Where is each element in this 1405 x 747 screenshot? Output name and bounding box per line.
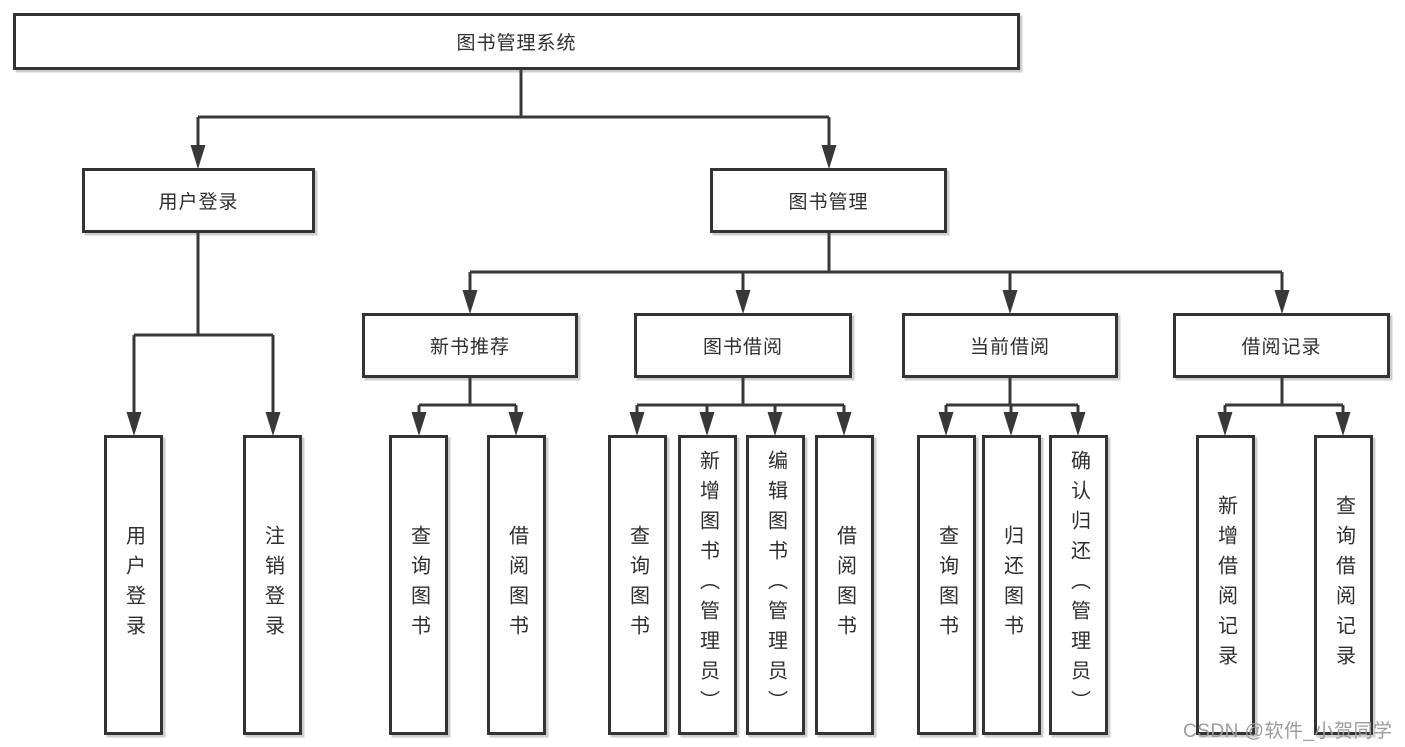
arrowhead-down-icon [836, 412, 852, 436]
arrowhead-down-icon [1070, 412, 1086, 436]
node-user-login: 用户登录 [82, 168, 315, 233]
node-label: 查询借阅记录 [1332, 495, 1355, 675]
leaf-add-borrow-record: 新增借阅记录 [1196, 435, 1255, 735]
node-label: 借阅图书 [833, 525, 856, 645]
leaf-user-login: 用户登录 [104, 435, 163, 735]
node-label: 借阅记录 [1241, 337, 1322, 358]
connector-current-borrowing-to-children [938, 378, 1086, 436]
leaf-query-borrow-record: 查询借阅记录 [1314, 435, 1373, 735]
node-label: 查询图书 [935, 525, 958, 645]
arrowhead-down-icon [1003, 412, 1019, 436]
connector-borrowing-records-to-children [1217, 378, 1351, 436]
arrowhead-down-icon [1217, 412, 1233, 436]
connector-root-to-level2 [190, 70, 837, 169]
node-book-management: 图书管理 [710, 168, 947, 233]
arrowhead-down-icon [265, 412, 281, 436]
node-label: 图书管理系统 [456, 33, 577, 54]
node-label: 当前借阅 [969, 337, 1050, 358]
arrowhead-down-icon [767, 412, 783, 436]
arrowhead-down-icon [190, 145, 206, 169]
connector-line [944, 378, 1080, 414]
connector-book-management-to-level3 [462, 233, 1290, 314]
leaf-query-books-borrow: 查询图书 [608, 435, 667, 735]
connector-line [417, 378, 518, 414]
arrowhead-down-icon [1274, 290, 1290, 314]
connector-line [635, 378, 846, 414]
node-label: 用户登录 [158, 192, 239, 213]
arrowhead-down-icon [126, 412, 142, 436]
connector-user-login-to-children [126, 233, 281, 436]
leaf-query-books-recommend: 查询图书 [389, 435, 448, 735]
node-label: 编辑图书（管理员） [764, 450, 787, 720]
node-label: 确认归还（管理员） [1067, 450, 1090, 720]
node-borrowing-records: 借阅记录 [1173, 313, 1390, 378]
connector-line [1223, 378, 1345, 414]
arrowhead-down-icon [699, 412, 715, 436]
connector-line [468, 233, 1284, 293]
node-label: 新增图书（管理员） [696, 450, 719, 720]
arrowhead-down-icon [508, 412, 524, 436]
node-label: 新增借阅记录 [1214, 495, 1237, 675]
node-label: 图书借阅 [702, 337, 783, 358]
node-new-book-recommendation: 新书推荐 [362, 313, 578, 378]
node-label: 查询图书 [407, 525, 430, 645]
connector-book-borrowing-to-children [629, 378, 852, 436]
leaf-borrow-books: 借阅图书 [815, 435, 874, 735]
node-root-book-management-system: 图书管理系统 [13, 13, 1020, 70]
node-label: 归还图书 [1000, 525, 1023, 645]
csdn-watermark: CSDN @软件_小贺同学 [1183, 721, 1393, 742]
leaf-logout: 注销登录 [243, 435, 302, 735]
leaf-return-books: 归还图书 [982, 435, 1041, 735]
node-label: 用户登录 [122, 525, 145, 645]
leaf-borrow-books-recommend: 借阅图书 [487, 435, 546, 735]
node-label: 查询图书 [626, 525, 649, 645]
leaf-query-books-current: 查询图书 [917, 435, 976, 735]
node-book-borrowing: 图书借阅 [634, 313, 852, 378]
node-current-borrowing: 当前借阅 [902, 313, 1118, 378]
node-label: 注销登录 [261, 525, 284, 645]
arrowhead-down-icon [735, 290, 751, 314]
leaf-edit-book-admin: 编辑图书（管理员） [746, 435, 805, 735]
arrowhead-down-icon [1335, 412, 1351, 436]
arrowhead-down-icon [938, 412, 954, 436]
node-label: 新书推荐 [429, 337, 510, 358]
arrowhead-down-icon [411, 412, 427, 436]
node-label: 借阅图书 [505, 525, 528, 645]
leaf-confirm-return-admin: 确认归还（管理员） [1049, 435, 1108, 735]
leaf-add-book-admin: 新增图书（管理员） [678, 435, 737, 735]
connector-line [132, 233, 275, 414]
arrowhead-down-icon [462, 290, 478, 314]
arrowhead-down-icon [629, 412, 645, 436]
arrowhead-down-icon [1002, 290, 1018, 314]
node-label: 图书管理 [788, 192, 869, 213]
arrowhead-down-icon [821, 145, 837, 169]
connector-new-book-to-children [411, 378, 524, 436]
connector-line [196, 70, 831, 148]
